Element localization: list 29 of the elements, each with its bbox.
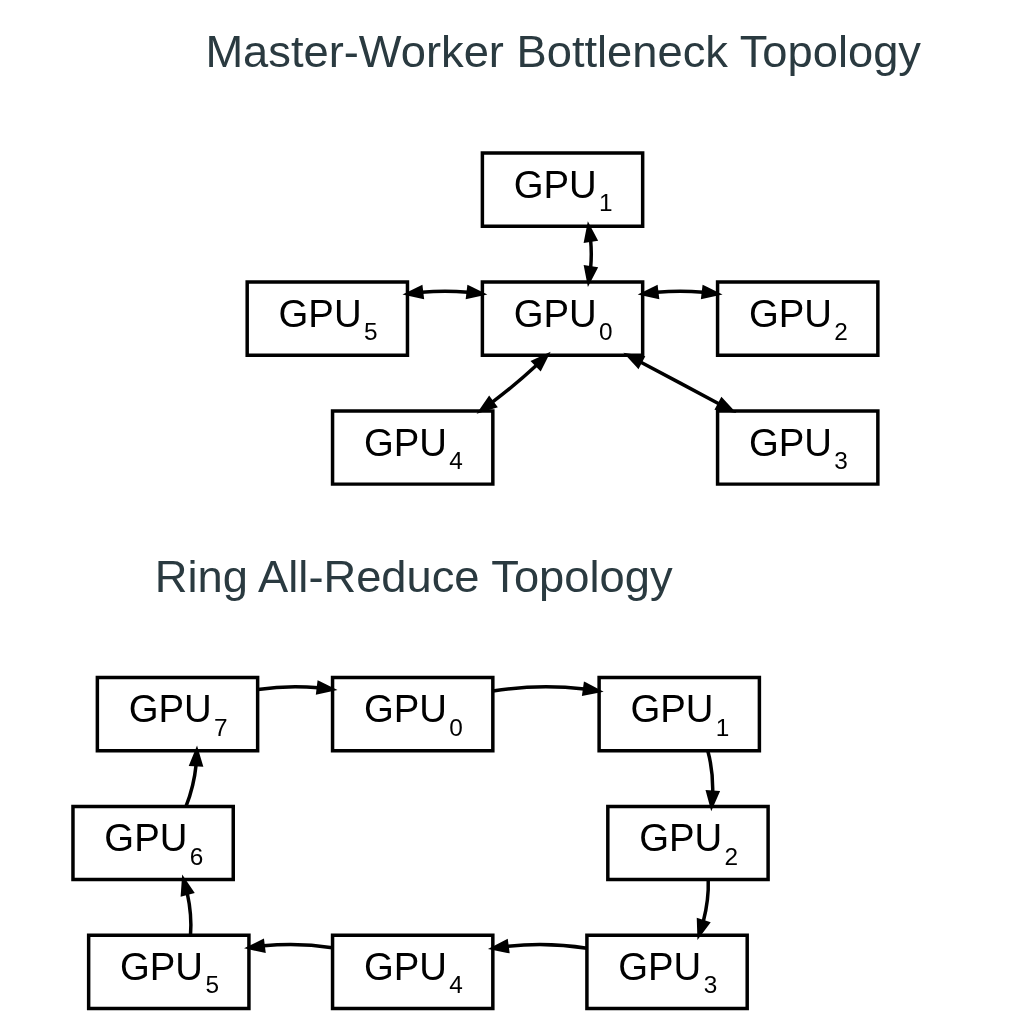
arrow (492, 681, 604, 696)
arrow (244, 938, 333, 953)
node-box: GPU$_{5}$ (245, 280, 410, 357)
node-box: GPU$_{5}$ (86, 933, 251, 1011)
arrow (583, 221, 599, 287)
node-box: GPU$_{0}$ (330, 675, 495, 753)
node-box: GPU$_{3}$ (585, 933, 749, 1011)
node-box: GPU$_{4}$ (330, 933, 495, 1011)
node-box: GPU$_{0}$ (480, 280, 645, 357)
arrow (696, 879, 711, 941)
node-box: GPU$_{6}$ (71, 804, 235, 882)
node-box: GPU$_{7}$ (95, 675, 260, 753)
node-box: GPU$_{1}$ (597, 675, 762, 753)
label: Master-Worker Bottleneck Topology (205, 26, 921, 78)
arrow (257, 680, 338, 695)
arrow (623, 352, 737, 414)
node-box: GPU$_{2}$ (715, 280, 880, 357)
arrow (402, 284, 488, 300)
arrow (637, 284, 723, 300)
arrow (184, 745, 204, 807)
node-box: GPU$_{3}$ (715, 409, 880, 486)
node-box: GPU$_{4}$ (330, 409, 495, 486)
arrow (487, 938, 588, 954)
label: Ring All-Reduce Topology (154, 550, 673, 602)
arrow (476, 351, 551, 414)
arrow (705, 750, 721, 812)
node-box: GPU$_{2}$ (606, 804, 770, 882)
arrow (180, 874, 195, 936)
node-box: GPU$_{1}$ (480, 151, 645, 228)
